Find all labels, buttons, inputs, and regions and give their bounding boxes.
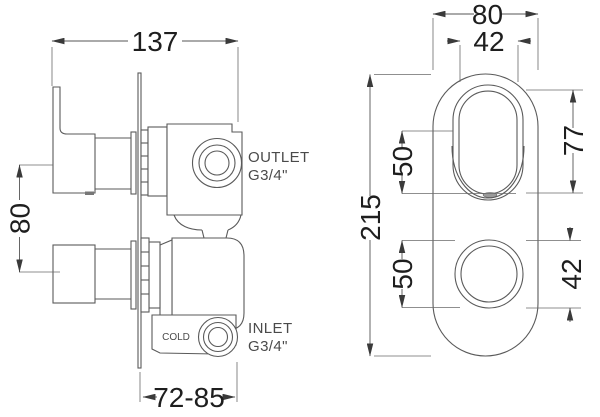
wall-plate-edge [137, 72, 142, 369]
inlet-port-outer [197, 316, 239, 358]
outlet-port-outer [191, 137, 243, 189]
side-view: COLD 137 80 72-85 OUTLET G3/4" INLET G3/… [5, 26, 310, 413]
body-neck-curve-left [173, 214, 203, 231]
inlet-port-inner [207, 326, 229, 348]
lever-handle [52, 86, 96, 194]
dim-137-label: 137 [132, 26, 179, 57]
dim-7285-label: 72-85 [153, 382, 225, 413]
dim-50u-label: 50 [387, 146, 418, 177]
inlet-label: INLET [248, 320, 293, 337]
cold-marking: COLD [162, 332, 190, 343]
lever-front [458, 90, 518, 195]
knob-front-outer [454, 239, 524, 309]
dim-77-label: 77 [558, 125, 589, 156]
dim-50l-label: 50 [387, 258, 418, 289]
lever-handle-foot [85, 191, 94, 195]
lever-recess-arc [451, 145, 525, 199]
front-view: 80 42 215 77 42 50 5 [355, 0, 589, 357]
knob-front-inner [460, 245, 518, 303]
dim-215-label: 215 [355, 194, 386, 241]
dim-42t-label: 42 [473, 26, 504, 57]
outlet-label: OUTLET [248, 149, 310, 166]
dim-80f-label: 80 [472, 0, 503, 30]
inlet-port-middle [202, 321, 234, 353]
outlet-port-middle [198, 144, 236, 182]
knob-handle [52, 244, 96, 304]
upper-threaded-collar [140, 129, 149, 196]
lower-threaded-collar [140, 237, 150, 313]
dim-80-label: 80 [5, 203, 36, 234]
knob-escutcheon [130, 240, 137, 310]
outlet-port-inner [204, 150, 230, 176]
inlet-thread-label: G3/4" [248, 338, 288, 355]
body-neck-curve-right [227, 214, 242, 231]
dim-42r-label: 42 [556, 258, 587, 289]
upper-cartridge [147, 126, 168, 197]
neck-side [225, 229, 229, 239]
neck-side [201, 229, 205, 239]
outlet-thread-label: G3/4" [248, 167, 288, 184]
thermostat-step [148, 241, 161, 309]
lever-escutcheon [130, 131, 137, 195]
